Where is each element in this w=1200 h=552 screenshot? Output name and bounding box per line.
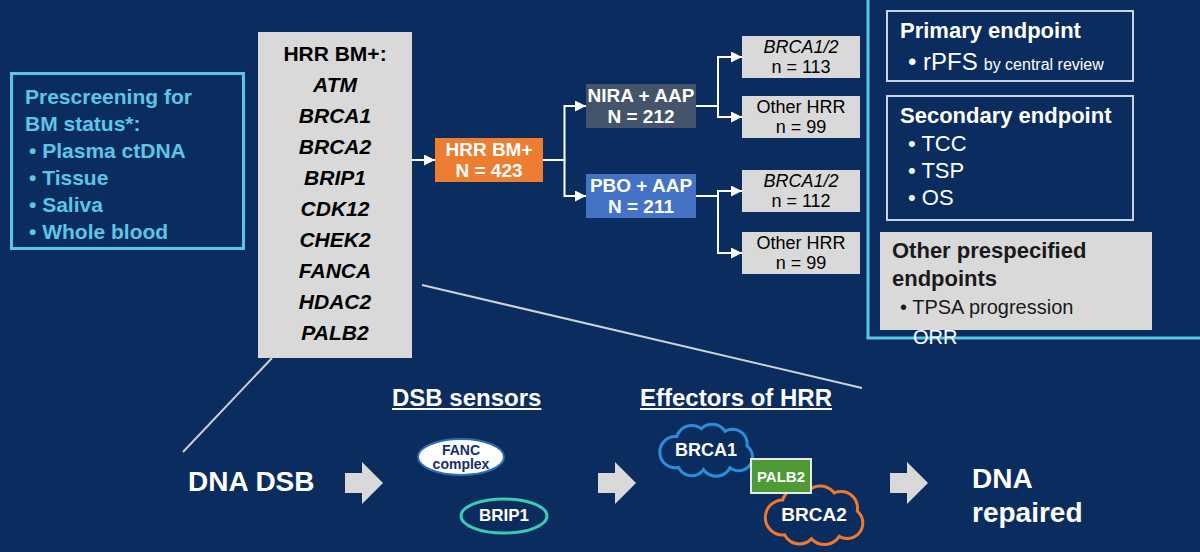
arm-label: NIRA + AAP — [588, 85, 695, 106]
box-heading: Prescreening for BM status*: — [25, 83, 212, 137]
protein-cloud: BRCA1 — [655, 428, 757, 472]
subgroup-label: BRCA1/2 — [763, 37, 838, 57]
protein-label: BRIP1 — [479, 506, 529, 526]
block-arrow — [345, 462, 383, 504]
endpoint-heading: Secondary endpoint — [900, 102, 1120, 130]
subgroup-box: Other HRRn = 99 — [742, 96, 860, 138]
endpoint-note: by central review — [984, 56, 1104, 74]
process-step: DNA DSB — [188, 466, 315, 498]
box-heading: HRR BM+: — [283, 38, 386, 69]
protein-oval: FANC complex — [416, 437, 506, 477]
list-item: • Saliva — [29, 191, 212, 218]
count-text: n = 99 — [776, 253, 827, 273]
section-heading: DSB sensors — [392, 384, 541, 412]
endpoint-box: Secondary endpoint• TCC• TSP• OS — [886, 95, 1134, 221]
leader-line — [183, 358, 272, 452]
list-item: • Tissue — [29, 164, 212, 191]
block-arrow — [890, 462, 928, 504]
subgroup-box: BRCA1/2n = 113 — [742, 36, 860, 78]
protein-label: BRCA2 — [781, 504, 846, 526]
subgroup-label: BRCA1/2 — [763, 171, 838, 191]
treatment-arm-box: NIRA + AAPN = 212 — [586, 84, 696, 128]
protein-oval: BRIP1 — [458, 496, 550, 536]
endpoint-item: • TSP — [908, 157, 1120, 184]
endpoint-item: • TPSA progression — [900, 293, 1140, 321]
block-arrow — [598, 462, 636, 504]
flow-arrow — [696, 57, 742, 106]
endpoint-frame — [868, 0, 1200, 338]
flow-arrow — [696, 196, 742, 253]
gene-name: BRIP1 — [304, 162, 366, 193]
gene-name: HDAC2 — [299, 286, 371, 317]
subgroup-label: Other HRR — [756, 97, 845, 117]
endpoint-box: Primary endpoint• rPFS by central review — [886, 10, 1134, 82]
oval-outline — [418, 439, 504, 475]
count-text: n = 113 — [771, 57, 830, 77]
gene-name: BRCA2 — [299, 131, 371, 162]
protein-cloud: BRCA2 — [762, 490, 866, 540]
endpoint-item: • rPFS — [908, 45, 978, 79]
population-box: HRR BM+N = 423 — [435, 138, 543, 182]
endpoint-item: • OS — [908, 184, 1120, 211]
arm-label: HRR BM+ — [445, 139, 532, 160]
treatment-arm-box: PBO + AAPN = 211 — [586, 174, 696, 218]
flow-arrow — [412, 159, 435, 161]
gene-name: PALB2 — [301, 317, 368, 348]
gene-name: CDK12 — [301, 193, 370, 224]
subgroup-box: Other HRRn = 99 — [742, 232, 860, 274]
section-heading: Effectors of HRR — [640, 384, 832, 412]
protein-label: PALB2 — [757, 468, 805, 485]
cloud-group — [661, 426, 751, 475]
leader-line — [422, 285, 862, 388]
gene-list-box: HRR BM+:ATMBRCA1BRCA2BRIP1CDK12CHEK2FANC… — [258, 32, 412, 358]
process-step: DNA repaired — [972, 462, 1092, 530]
endpoint-heading: Primary endpoint — [900, 17, 1120, 45]
protein-box: PALB2 — [750, 458, 812, 494]
count-text: n = 99 — [776, 117, 827, 137]
subgroup-label: Other HRR — [756, 233, 845, 253]
list-item: • Plasma ctDNA — [29, 137, 212, 164]
flow-arrow — [543, 160, 586, 196]
gene-name: FANCA — [299, 255, 371, 286]
count-text: N = 423 — [455, 160, 522, 181]
endpoint-item: ORR — [913, 326, 957, 349]
subgroup-box: BRCA1/2n = 112 — [742, 170, 860, 212]
endpoint-box: Other prespecified endpoints• TPSA progr… — [880, 232, 1152, 330]
list-item: • Whole blood — [29, 218, 212, 245]
protein-label: FANC complex — [422, 443, 500, 471]
endpoint-item: • TCC — [908, 130, 1120, 157]
count-text: n = 112 — [771, 191, 830, 211]
flow-arrow — [696, 191, 742, 196]
count-text: N = 211 — [608, 196, 674, 217]
gene-name: BRCA1 — [299, 100, 371, 131]
protein-label: BRCA1 — [675, 440, 737, 461]
oval-outline — [461, 499, 547, 533]
gene-name: CHEK2 — [299, 224, 370, 255]
arm-label: PBO + AAP — [590, 175, 692, 196]
gene-name: ATM — [313, 69, 357, 100]
cloud-group — [767, 488, 861, 544]
flow-arrow — [696, 106, 742, 117]
screening-box: Prescreening for BM status*:• Plasma ctD… — [10, 72, 245, 250]
flow-arrow — [543, 106, 586, 160]
count-text: N = 212 — [607, 106, 674, 127]
endpoint-heading: Other prespecified endpoints — [892, 237, 1140, 293]
